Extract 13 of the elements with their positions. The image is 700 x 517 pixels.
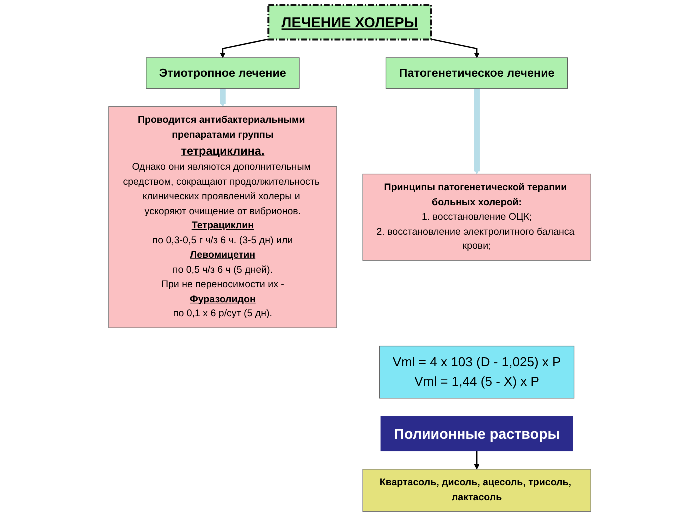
node-box: Квартасоль, дисоль, ацесоль, трисоль, лактасоль bbox=[362, 469, 592, 512]
arrow bbox=[220, 88, 226, 108]
node-box: Патогенетическое лечение bbox=[386, 58, 568, 89]
node-box: Принципы патогенетической терапии больных холерой: 1. восстановление ОЦК; 2. восстановление электролитного баланса крови; bbox=[362, 174, 592, 261]
node-box: ЛЕЧЕНИЕ ХОЛЕРЫ bbox=[268, 4, 432, 41]
node-box: Vml = 4 x 103 (D - 1,025) x P Vml = 1,44 (5 - X) x P bbox=[380, 346, 575, 399]
arrow bbox=[474, 451, 480, 470]
arrow bbox=[220, 38, 269, 58]
node-box: Полиионные растворы bbox=[380, 416, 574, 452]
node-box: Этиотропное лечение bbox=[146, 58, 300, 89]
node-box: Проводится антибактериальными препаратами группы тетрациклина. Однако они являются дополнительным средством, сокращают продолжительность клинических проявлений холеры и ускоряют очищение от вибрионов. Тетрациклин по 0,3-0,5 г ч/з 6 ч. (3-5 дн) или Левомицетин по 0,5 ч/з 6 ч (5 дней). При не переносимости их - Фуразолидон по 0,1 х 6 р/сут (5 дн). bbox=[108, 106, 338, 328]
arrow bbox=[431, 38, 480, 58]
arrow bbox=[474, 88, 480, 175]
